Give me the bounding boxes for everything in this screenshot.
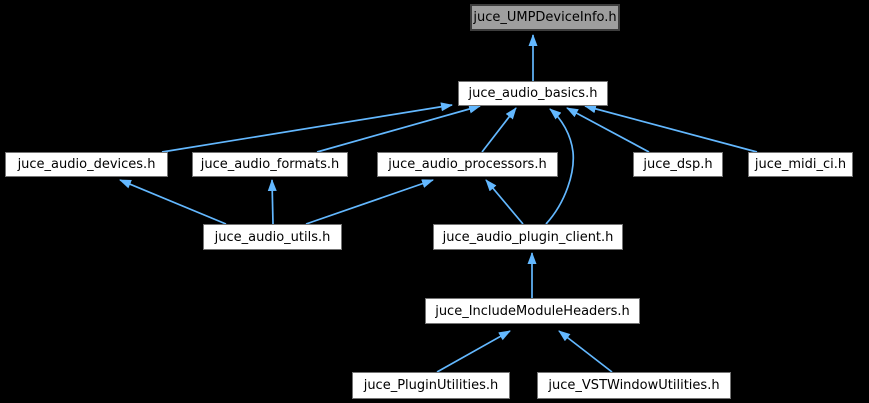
edge-processors-to-basics-arrow [481, 107, 517, 153]
node-juce-IncludeModuleHeaders[interactable]: juce_IncludeModuleHeaders.h [425, 298, 640, 324]
edge-utils-to-formats-arrow [267, 179, 277, 225]
edge-pluginclient-to-basics-curve-arrow [545, 108, 575, 225]
node-juce-midi-ci[interactable]: juce_midi_ci.h [748, 152, 853, 177]
edge-formats-to-basics-arrow [316, 104, 481, 153]
node-juce-audio-basics[interactable]: juce_audio_basics.h [458, 81, 608, 106]
edge-dsp-to-basics-arrow [566, 107, 650, 153]
edge-pluginclient-to-processors-arrow [485, 179, 524, 225]
node-juce-audio-devices[interactable]: juce_audio_devices.h [5, 152, 168, 177]
node-juce-audio-formats[interactable]: juce_audio_formats.h [192, 152, 348, 177]
node-juce-audio-utils[interactable]: juce_audio_utils.h [203, 224, 342, 250]
node-juce-dsp[interactable]: juce_dsp.h [633, 152, 723, 177]
edge-vstwindow-to-imh-arrow [558, 330, 613, 373]
edge-devices-to-basics-arrow [161, 102, 453, 153]
node-juce-audio-plugin-client[interactable]: juce_audio_plugin_client.h [433, 224, 623, 250]
node-juce-audio-processors[interactable]: juce_audio_processors.h [377, 152, 558, 177]
node-juce-UMPDeviceInfo[interactable]: juce_UMPDeviceInfo.h [470, 4, 620, 31]
edge-utils-to-processors-arrow [305, 179, 434, 225]
node-juce-VSTWindowUtilities[interactable]: juce_VSTWindowUtilities.h [537, 372, 731, 399]
edge-midici-to-basics-arrow [584, 104, 758, 153]
edge-utils-to-devices-arrow [119, 179, 227, 225]
edge-pluginutils-to-imh-arrow [436, 330, 511, 373]
node-juce-PluginUtilities[interactable]: juce_PluginUtilities.h [352, 372, 510, 399]
